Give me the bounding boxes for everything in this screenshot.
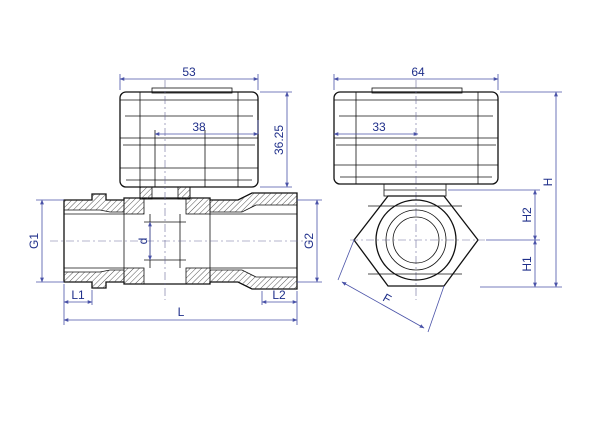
- dim-h1: H1: [520, 256, 534, 272]
- dim-l1: L1: [71, 288, 85, 302]
- dim-38: 38: [192, 120, 206, 134]
- dim-53: 53: [182, 65, 196, 79]
- dim-33: 33: [372, 120, 386, 134]
- dim-64: 64: [411, 65, 425, 79]
- left-actuator: [119, 87, 259, 188]
- left-valve-body: [50, 80, 310, 300]
- dim-g1: G1: [27, 233, 41, 249]
- dim-d: d: [136, 238, 150, 245]
- right-hex-body: [350, 183, 485, 287]
- dim-h2: H2: [520, 207, 534, 223]
- dim-36-25: 36.25: [272, 125, 286, 155]
- dim-g2: G2: [302, 233, 316, 249]
- dim-f: F: [380, 291, 393, 307]
- left-dimensions: 53 38 36.25 G1 G2 d L1 L2 L: [27, 65, 322, 325]
- dim-l2: L2: [272, 288, 286, 302]
- dim-h: H: [541, 178, 555, 187]
- dim-l: L: [178, 305, 185, 319]
- right-dimensions: 64 33 H H2 H1 F: [333, 65, 562, 333]
